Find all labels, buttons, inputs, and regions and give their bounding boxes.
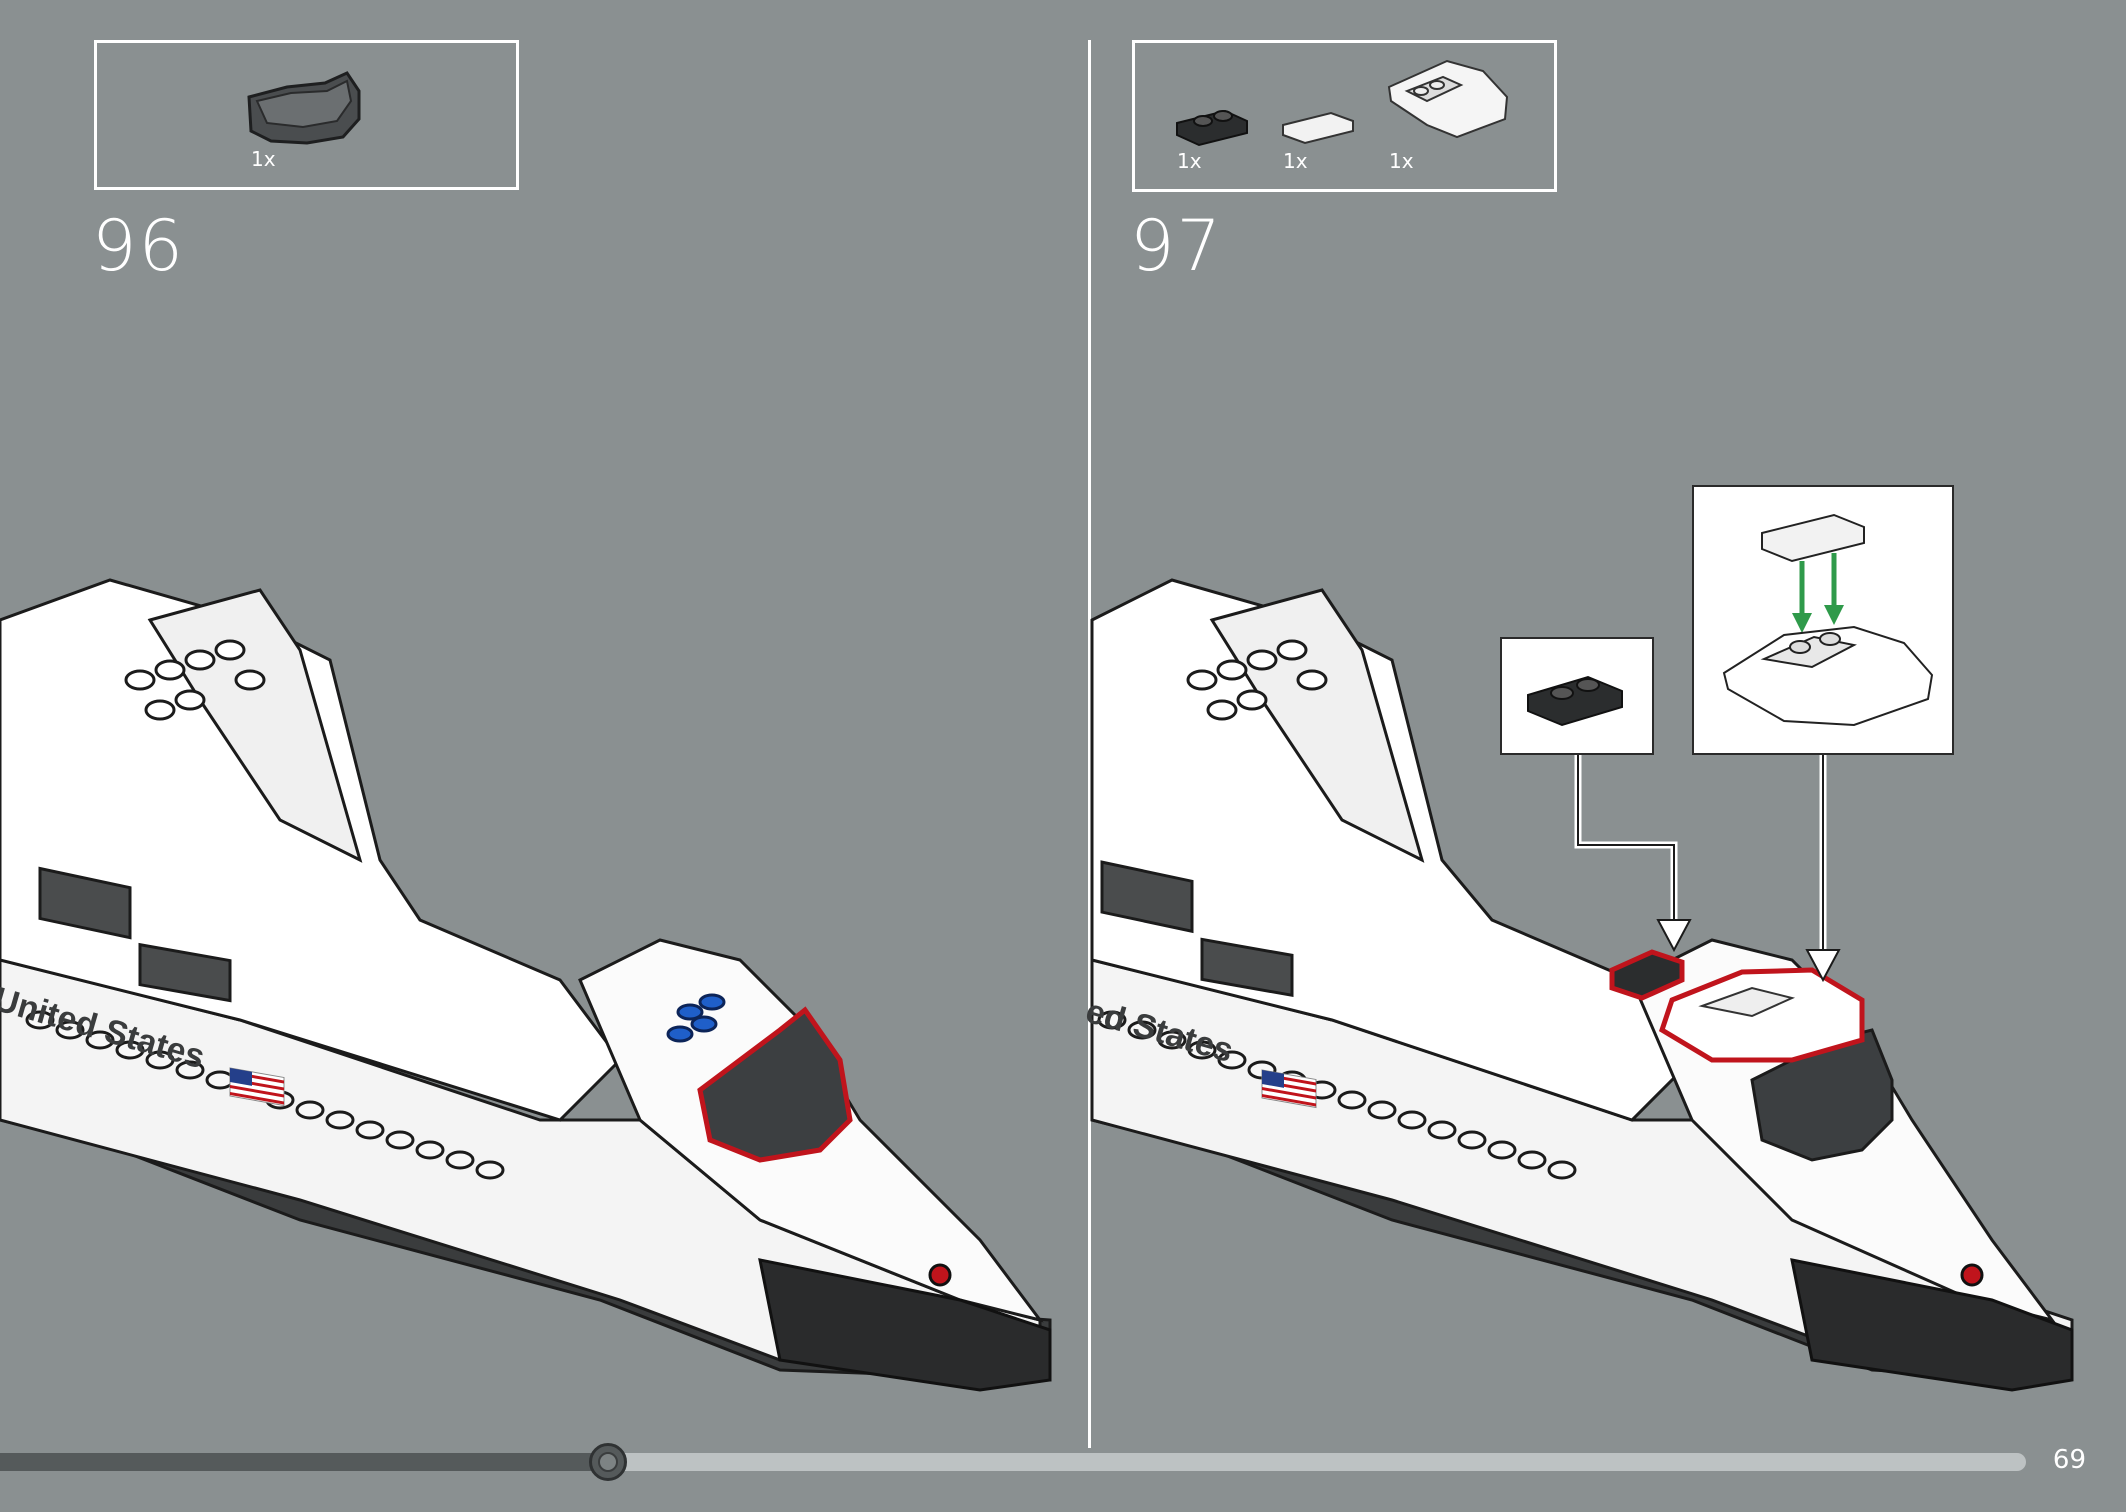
- progress-fill: [0, 1453, 608, 1471]
- page-divider: [1088, 40, 1091, 1448]
- roof-tile-assembly-icon: [1722, 513, 1934, 727]
- step-number: 96: [92, 205, 186, 287]
- callout-roof-and-tile: [1692, 485, 1954, 755]
- black-plate-part-icon: [1176, 109, 1248, 147]
- white-tile-part-icon: [1282, 111, 1354, 145]
- step-number: 97: [1130, 205, 1224, 287]
- callout-black-plate: [1500, 637, 1654, 755]
- part-qty: 1x: [251, 147, 276, 171]
- shuttle-model-step-96: [0, 578, 1052, 1392]
- black-plate-icon: [1527, 675, 1623, 727]
- part-qty: 1x: [1283, 149, 1308, 173]
- trans-black-windscreen-part-icon: [247, 71, 361, 145]
- page-number: 69: [2052, 1445, 2086, 1475]
- step-97-parts-box: 1x 1x 1x: [1132, 40, 1557, 192]
- white-curved-roof-part-icon: [1387, 59, 1509, 139]
- shuttle-model-step-97: [1090, 578, 2074, 1392]
- progress-knob[interactable]: [588, 1443, 627, 1481]
- part-qty: 1x: [1177, 149, 1202, 173]
- step-96-parts-box: 1x: [94, 40, 519, 190]
- part-qty: 1x: [1389, 149, 1414, 173]
